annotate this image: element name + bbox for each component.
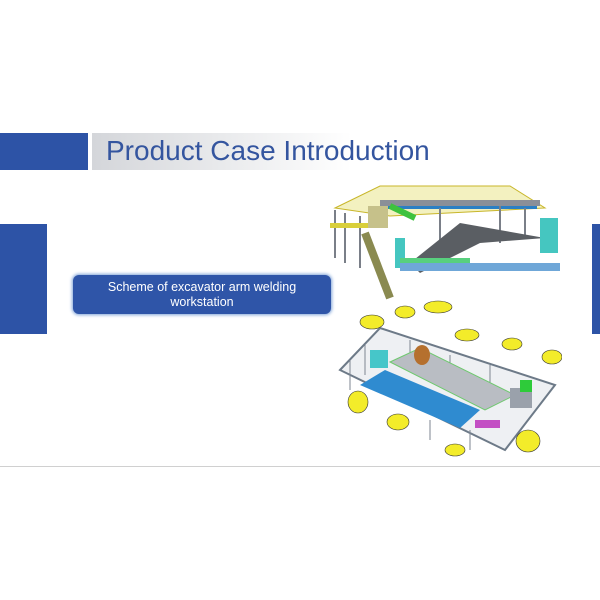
page-title: Product Case Introduction (106, 135, 430, 166)
decorative-bar (0, 133, 88, 170)
workstation-gantry-image (330, 185, 560, 300)
caption-box: Scheme of excavator arm welding workstat… (73, 275, 331, 314)
decorative-bar-left (0, 224, 47, 334)
decorative-bar-right (592, 224, 600, 334)
divider (0, 466, 600, 467)
title-background (92, 133, 352, 170)
workstation-layout-image (338, 300, 562, 457)
